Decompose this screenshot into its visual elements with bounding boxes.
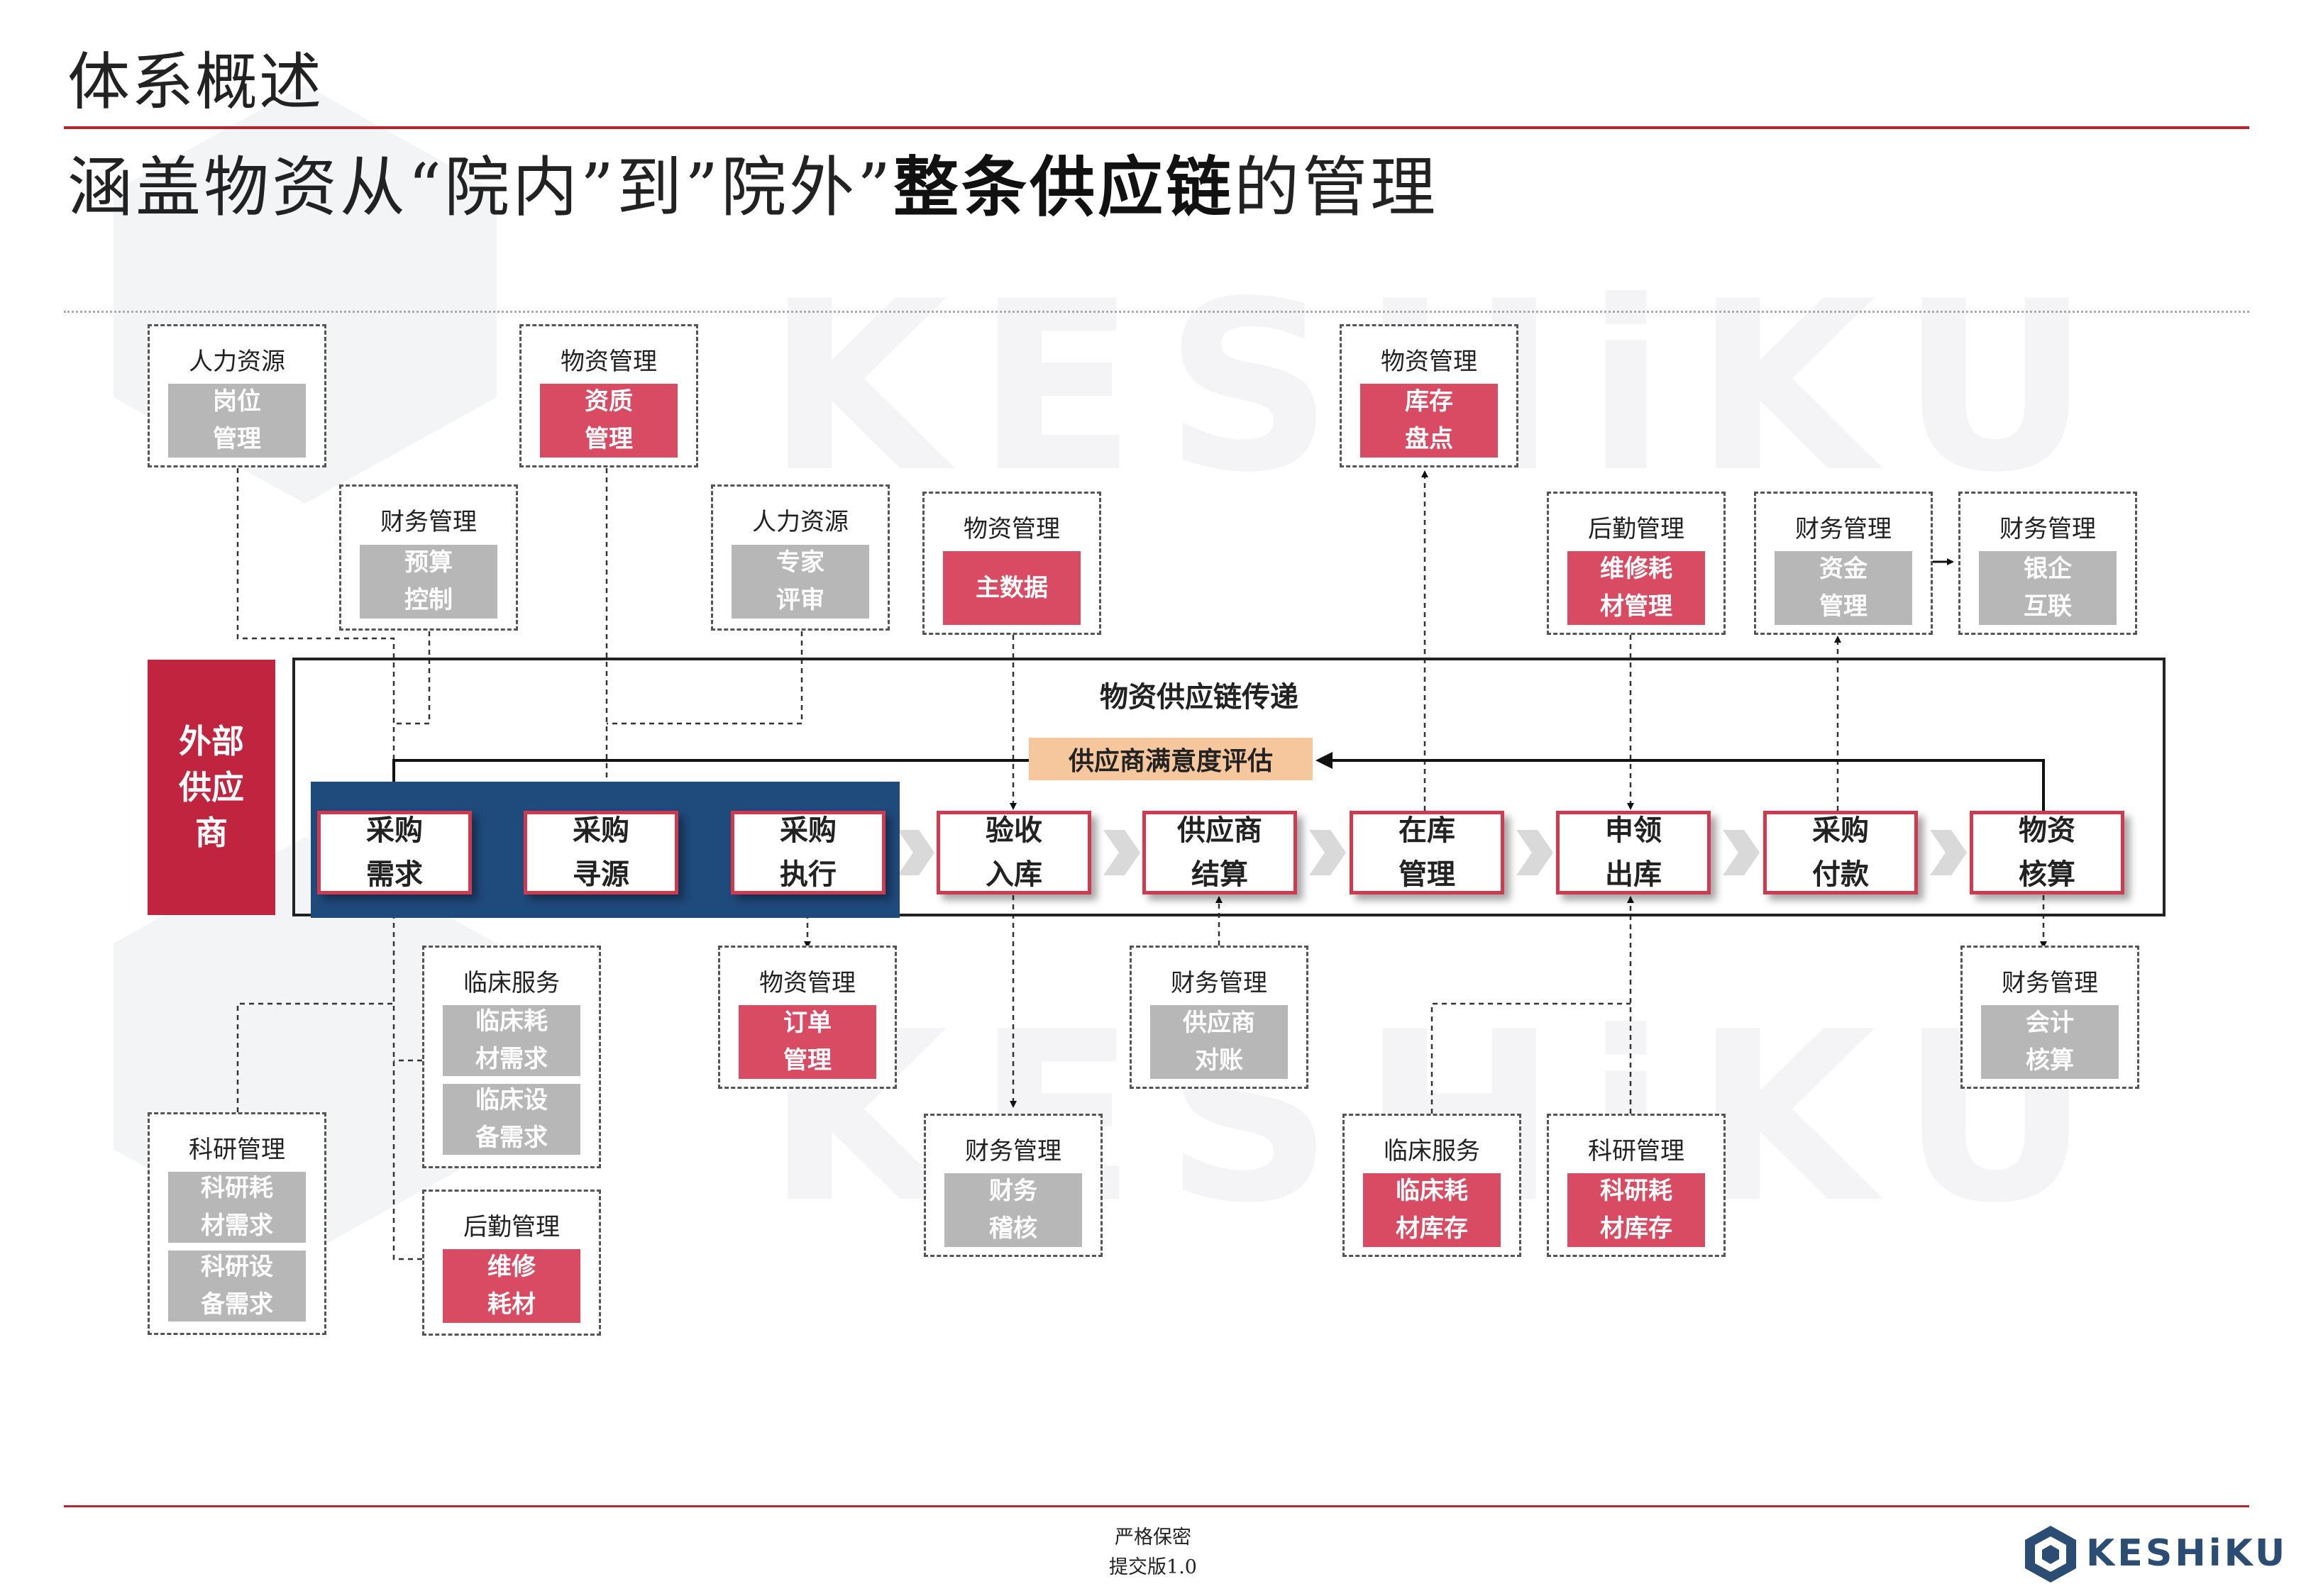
tile-position-management: 岗位 管理 xyxy=(165,381,309,460)
tile-clinical-consumables-inventory: 临床耗 材库存 xyxy=(1360,1170,1504,1250)
group-header: 物资管理 xyxy=(964,515,1060,543)
group-header: 物资管理 xyxy=(1381,348,1477,376)
title-divider xyxy=(64,126,2249,129)
group-header: 财务管理 xyxy=(2002,969,2098,997)
tile-budget-control: 预算 控制 xyxy=(357,542,500,621)
group-finance-audit: 财务管理 财务 稽核 xyxy=(924,1114,1103,1257)
group-finance-funds: 财务管理 资金 管理 xyxy=(1754,492,1933,635)
step-inventory-management: 在库 管理 xyxy=(1350,811,1504,894)
step-supplier-settlement: 供应商 结算 xyxy=(1142,811,1297,894)
group-material-stock: 物资管理 库存 盘点 xyxy=(1340,324,1518,467)
tile-finance-audit: 财务 稽核 xyxy=(942,1170,1085,1250)
group-header: 临床服务 xyxy=(463,969,560,997)
dotted-divider xyxy=(64,311,2249,313)
group-header: 财务管理 xyxy=(1999,515,2096,543)
tile-repair-consumables-management: 维修耗 材管理 xyxy=(1565,548,1708,628)
group-material-order: 物资管理 订单 管理 xyxy=(718,946,897,1089)
group-header: 后勤管理 xyxy=(1588,515,1684,543)
version-label: 提交版1.0 xyxy=(1109,1556,1197,1578)
group-research-demand: 科研管理 科研耗 材需求 科研设 备需求 xyxy=(148,1112,326,1335)
tile-accounting: 会计 核算 xyxy=(1978,1002,2122,1082)
tile-expert-review: 专家 评审 xyxy=(729,542,872,621)
group-header: 物资管理 xyxy=(561,348,657,376)
tile-funds-management: 资金 管理 xyxy=(1772,548,1915,628)
tile-repair-consumables: 维修 耗材 xyxy=(440,1246,583,1326)
tile-research-consumables-inventory: 科研耗 材库存 xyxy=(1565,1170,1708,1250)
page-title: 体系概述 xyxy=(67,45,324,118)
group-header: 后勤管理 xyxy=(463,1213,560,1241)
page-subtitle: 涵盖物资从“院内”到”院外”整条供应链的管理 xyxy=(67,155,1438,221)
group-research-inventory: 科研管理 科研耗 材库存 xyxy=(1547,1114,1726,1257)
step-purchase-demand: 采购 需求 xyxy=(317,811,472,894)
step-receiving-warehousing: 验收 入库 xyxy=(937,811,1091,894)
group-header: 财务管理 xyxy=(1171,969,1267,997)
tile-inventory-count: 库存 盘点 xyxy=(1357,381,1501,460)
keshiku-logo-text: KESHiKU xyxy=(2086,1532,2288,1575)
group-finance-bank: 财务管理 银企 互联 xyxy=(1958,492,2137,635)
group-hr-expert: 人力资源 专家 评审 xyxy=(711,484,890,631)
subtitle-bold: 整条供应链 xyxy=(893,149,1235,226)
group-material-master: 物资管理 主数据 xyxy=(922,492,1101,635)
tile-research-equipment-demand: 科研设 备需求 xyxy=(165,1248,309,1324)
confidential-label: 严格保密 xyxy=(1115,1526,1191,1548)
group-finance-reconcile: 财务管理 供应商 对账 xyxy=(1130,946,1308,1089)
step-purchase-execution: 采购 执行 xyxy=(731,811,886,894)
group-hr-position: 人力资源 岗位 管理 xyxy=(148,324,326,467)
step-purchase-payment: 采购 付款 xyxy=(1763,811,1918,894)
tile-clinical-equipment-demand: 临床设 备需求 xyxy=(440,1081,583,1158)
tile-clinical-consumables-demand: 临床耗 材需求 xyxy=(440,1002,583,1079)
group-material-quality: 物资管理 资质 管理 xyxy=(519,324,698,467)
group-header: 科研管理 xyxy=(189,1136,285,1164)
subtitle-plain: 涵盖物资从“院内”到”院外” xyxy=(67,150,894,226)
step-material-accounting: 物资 核算 xyxy=(1970,811,2124,894)
supplier-satisfaction-evaluation: 供应商满意度评估 xyxy=(1029,738,1313,780)
step-requisition-outbound: 申领 出库 xyxy=(1556,811,1711,894)
group-header: 财务管理 xyxy=(965,1137,1061,1165)
chain-title: 物资供应链传递 xyxy=(1100,680,1298,714)
tile-bank-enterprise-link: 银企 互联 xyxy=(1976,548,2119,628)
tile-research-consumables-demand: 科研耗 材需求 xyxy=(165,1169,309,1246)
group-header: 物资管理 xyxy=(759,969,856,997)
subtitle-tail: 的管理 xyxy=(1234,150,1439,226)
group-header: 人力资源 xyxy=(752,508,849,536)
group-logistics-repair-left: 后勤管理 维修 耗材 xyxy=(422,1190,601,1336)
group-header: 财务管理 xyxy=(380,508,477,536)
external-supplier-block: 外部 供应 商 xyxy=(148,660,275,915)
tile-master-data: 主数据 xyxy=(940,548,1083,628)
group-clinical-demand: 临床服务 临床耗 材需求 临床设 备需求 xyxy=(422,946,601,1168)
tile-order-management: 订单 管理 xyxy=(736,1002,879,1082)
group-header: 科研管理 xyxy=(1588,1137,1684,1165)
group-finance-budget: 财务管理 预算 控制 xyxy=(339,484,518,631)
supply-chain-frame xyxy=(292,658,2166,916)
group-header: 临床服务 xyxy=(1384,1137,1480,1165)
step-purchase-sourcing: 采购 寻源 xyxy=(524,811,678,894)
group-header: 人力资源 xyxy=(189,348,285,376)
group-finance-accounting: 财务管理 会计 核算 xyxy=(1960,946,2139,1089)
group-logistics-repair: 后勤管理 维修耗 材管理 xyxy=(1547,492,1726,635)
group-header: 财务管理 xyxy=(1795,515,1892,543)
tile-qualification-management: 资质 管理 xyxy=(537,381,680,460)
footer-divider xyxy=(64,1505,2249,1507)
keshiku-hex-logo-icon xyxy=(2025,1526,2076,1583)
tile-supplier-reconciliation: 供应商 对账 xyxy=(1147,1002,1291,1082)
group-clinical-inventory: 临床服务 临床耗 材库存 xyxy=(1342,1114,1521,1257)
